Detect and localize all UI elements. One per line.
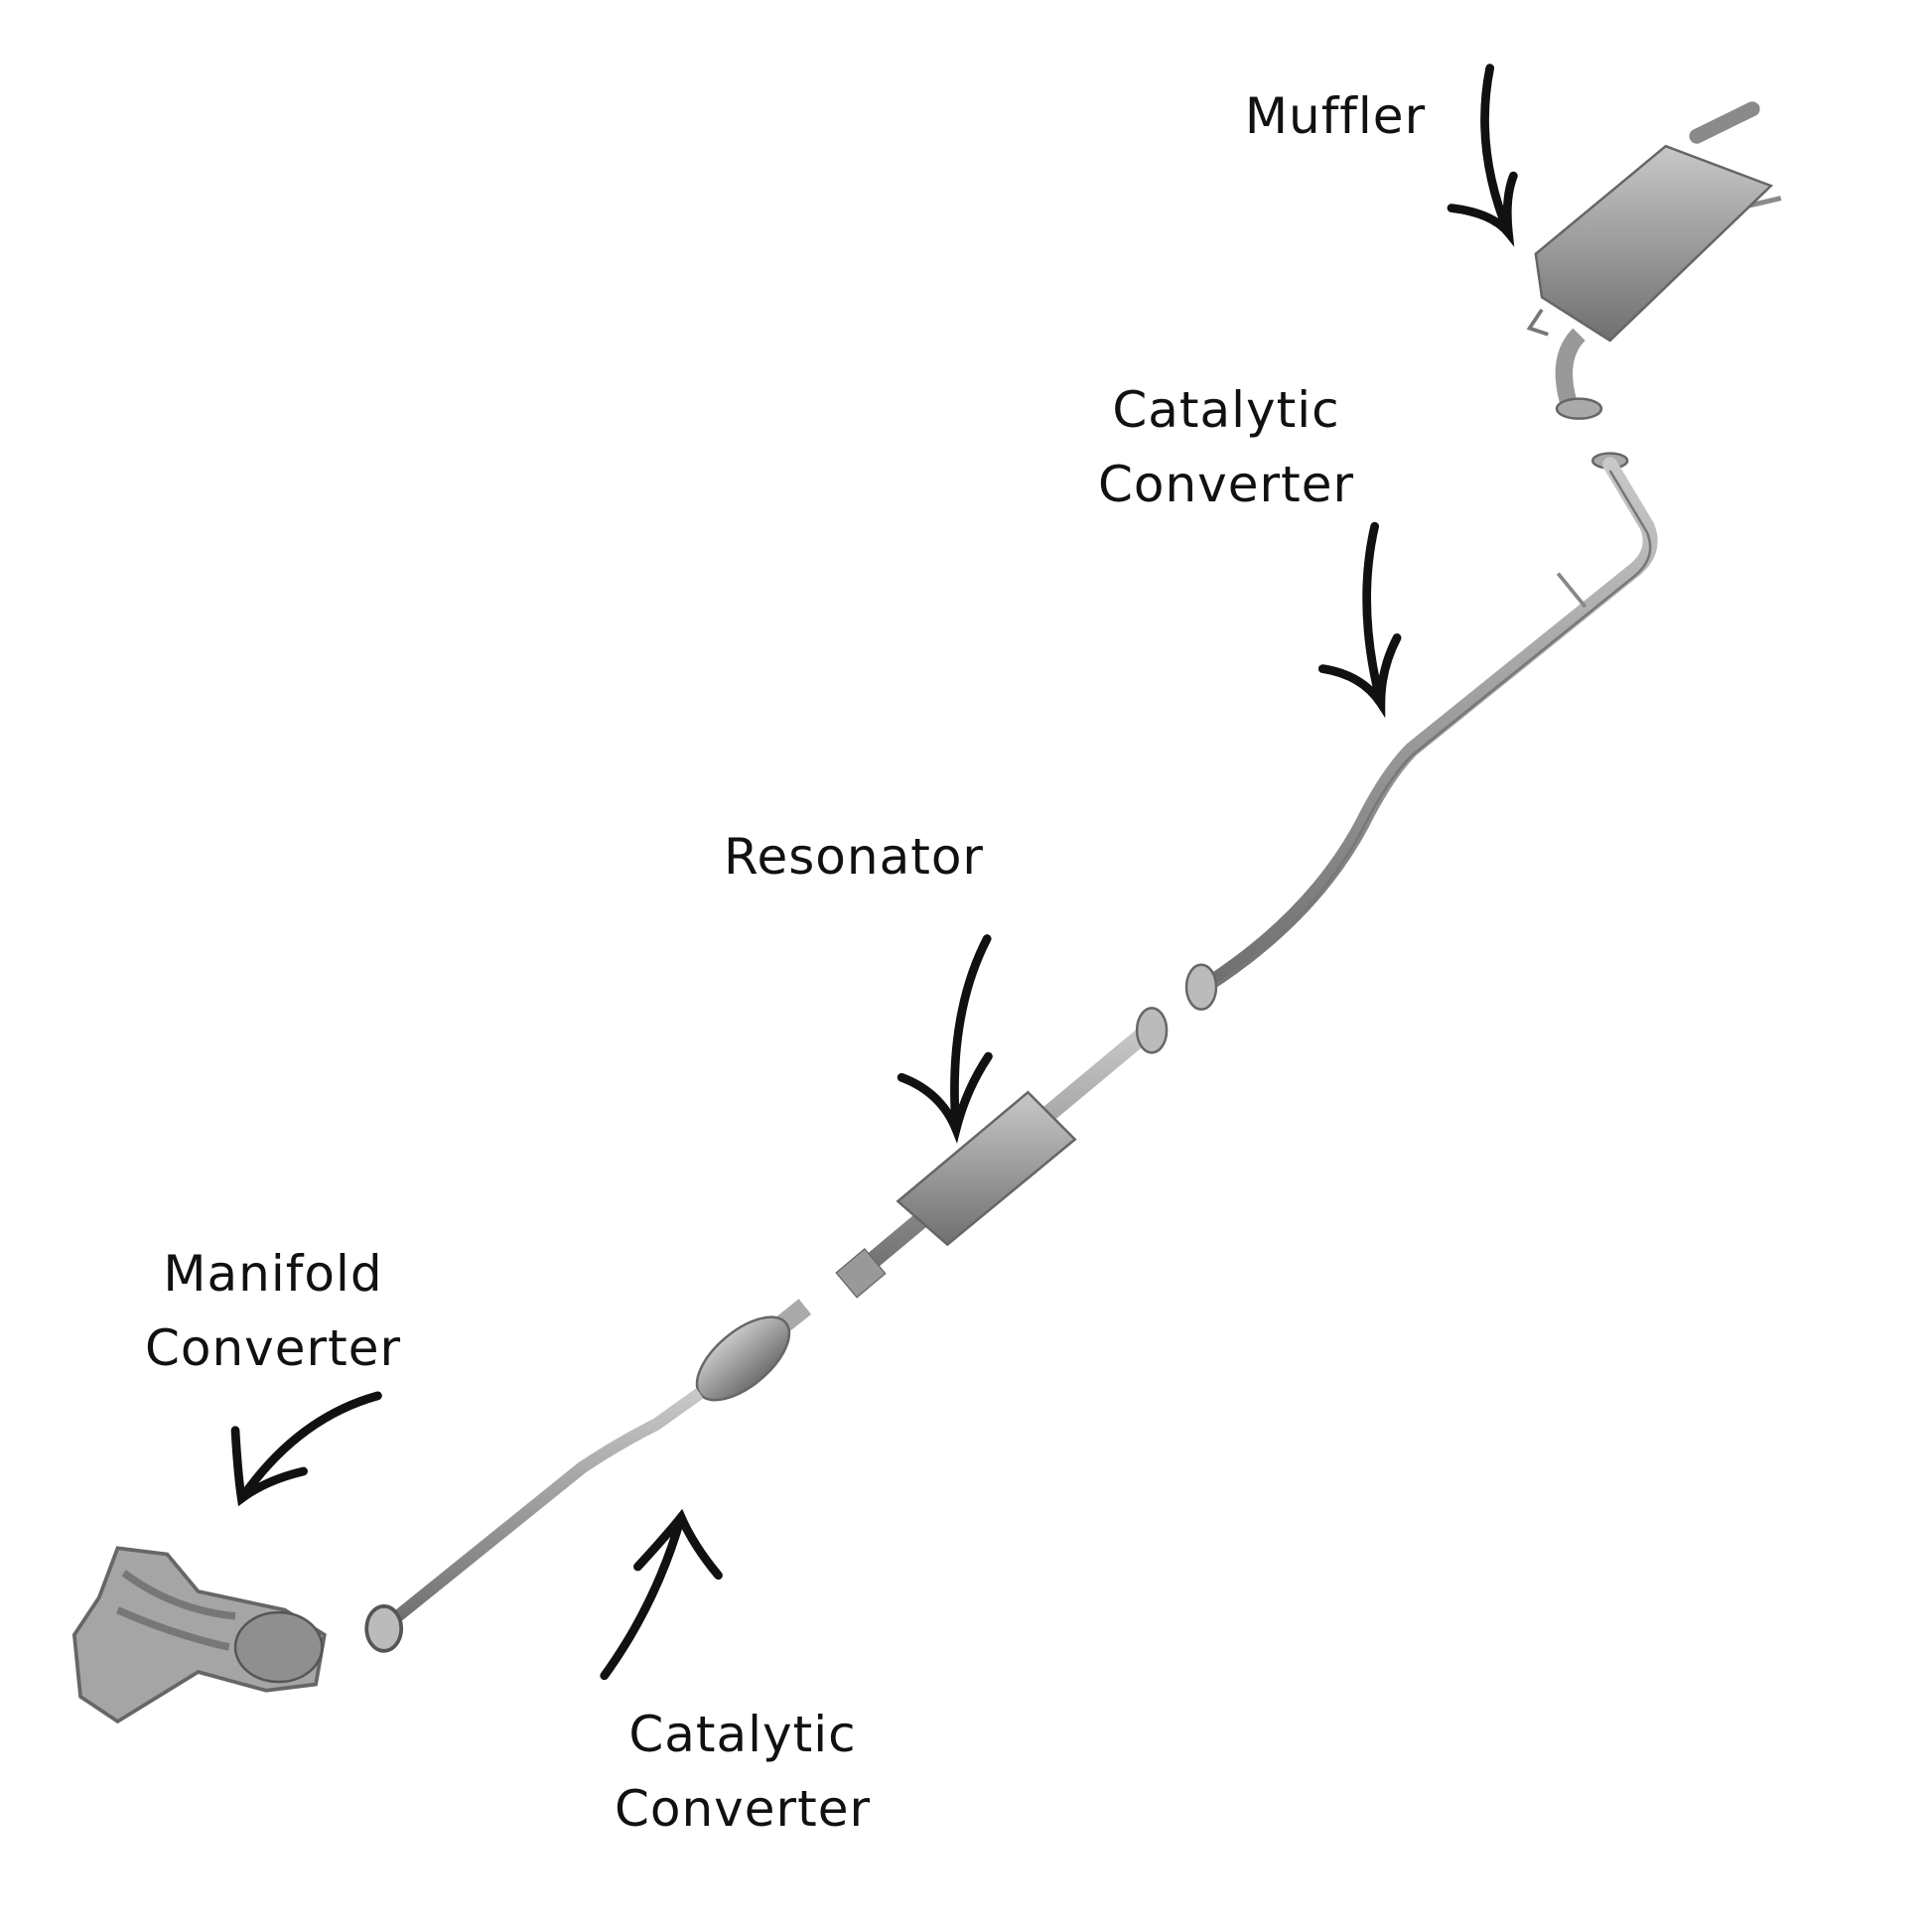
- label-line: Catalytic: [1112, 381, 1340, 439]
- arrow-resonator-icon: [897, 934, 993, 1144]
- muffler-part: [1526, 101, 1782, 420]
- label-line: Manifold: [163, 1245, 383, 1303]
- front-pipe-part: [364, 1299, 812, 1653]
- arrow-muffler-icon: [1447, 64, 1518, 247]
- rear-pipe-part: [1184, 452, 1658, 1011]
- label-resonator: Resonator: [724, 828, 984, 886]
- arrow-catalytic-top-icon: [1317, 521, 1402, 719]
- label-line: Converter: [1097, 456, 1355, 513]
- arrow-catalytic-bottom-icon: [600, 1508, 723, 1681]
- arrow-manifold-icon: [230, 1391, 382, 1507]
- label-manifold-converter: Manifold Converter: [109, 1237, 437, 1386]
- label-line: Converter: [144, 1319, 402, 1377]
- label-line: Converter: [614, 1780, 872, 1838]
- label-catalytic-converter-top: Catalytic Converter: [1062, 373, 1390, 522]
- label-line: Catalytic: [628, 1706, 857, 1763]
- manifold-part: [71, 1546, 327, 1725]
- resonator-part: [835, 1007, 1169, 1299]
- label-muffler: Muffler: [1244, 87, 1427, 145]
- label-catalytic-converter-bottom: Catalytic Converter: [579, 1698, 906, 1847]
